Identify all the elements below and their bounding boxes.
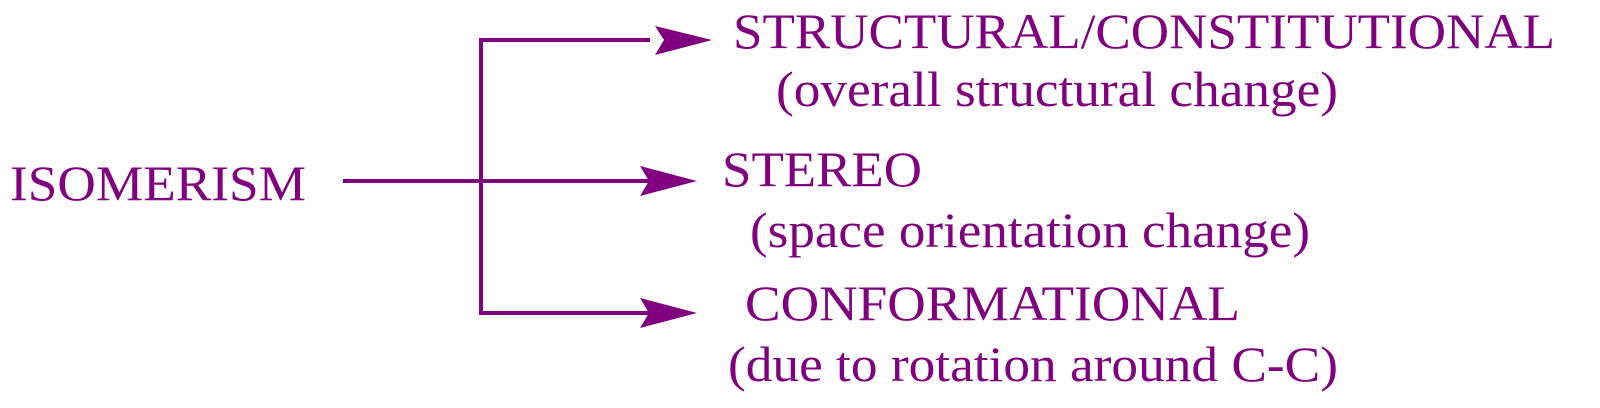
branch-subtitle-stereo: (space orientation change) [750,202,1310,258]
arrow-head-structural [655,26,712,55]
branch-title-stereo: STEREO [722,141,922,197]
bracket-line [479,38,650,315]
arrow-head-conformational [640,298,697,328]
branch-subtitle-conformational: (due to rotation around C-C) [728,336,1338,392]
arrow-head-stereo [640,166,697,196]
branch-title-conformational: CONFORMATIONAL [745,275,1240,331]
root-label: ISOMERISM [10,155,306,211]
branch-title-structural: STRUCTURAL/CONSTITUTIONAL [733,3,1555,59]
branch-subtitle-structural: (overall structural change) [776,61,1338,117]
